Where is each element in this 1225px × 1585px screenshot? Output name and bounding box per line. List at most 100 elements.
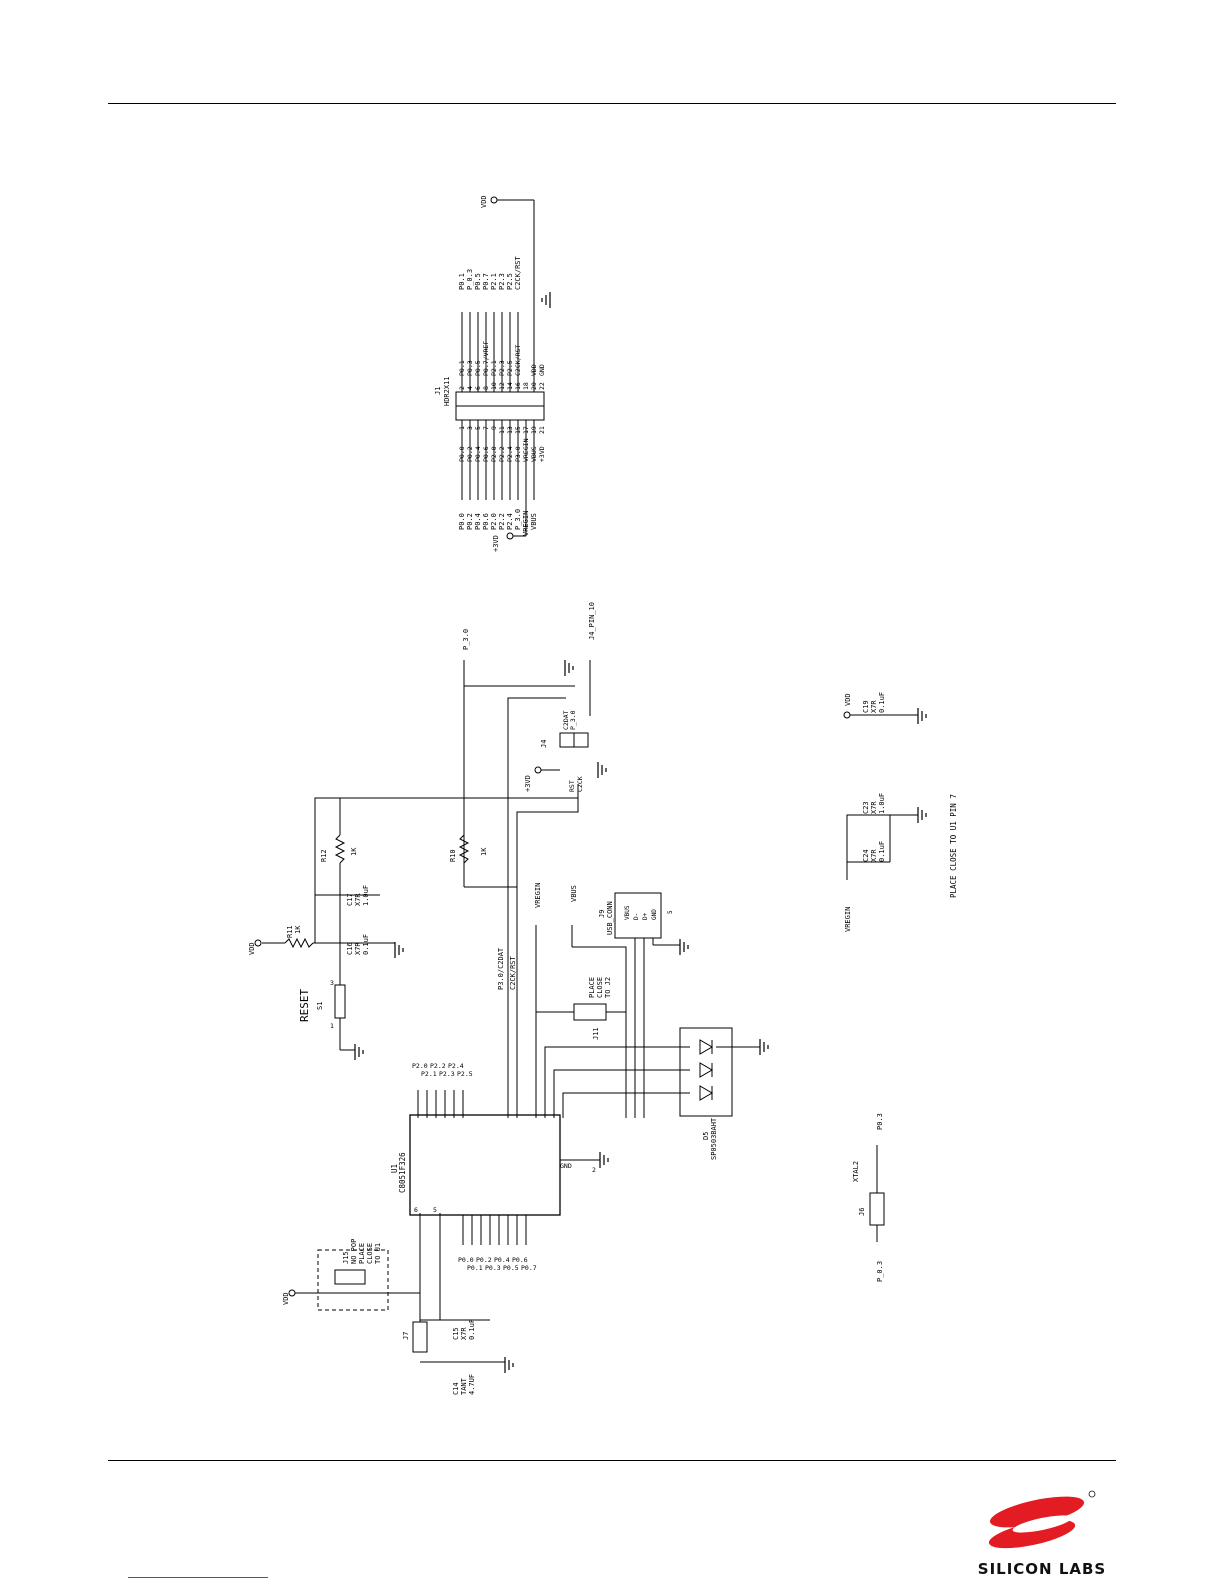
ground-icon — [917, 707, 927, 725]
net-label: P0.3 — [485, 1264, 501, 1272]
c19-ref: C19 — [862, 700, 870, 713]
c17-type: X7R — [354, 893, 362, 906]
usb-connector-j9 — [614, 892, 662, 939]
j9-pin-name: D+ — [642, 912, 649, 920]
ground-icon — [504, 1356, 514, 1374]
j1-right-pin-label: GND — [538, 364, 546, 376]
vdd-terminal — [288, 1289, 296, 1297]
u1-body — [409, 1114, 561, 1216]
ground-icon — [679, 938, 689, 956]
c17-ref: C17 — [346, 893, 354, 906]
j1-pin-block-right — [455, 391, 545, 407]
j1-right-wires — [461, 230, 535, 392]
net-label: P0.7 — [521, 1264, 537, 1272]
c23-value: 1.0uF — [878, 793, 886, 814]
footer-rule — [108, 1460, 1116, 1461]
j1-ref: J1 — [434, 387, 442, 395]
net-label: C2CK/RST — [514, 255, 522, 290]
j6-ref: J6 — [858, 1208, 866, 1216]
c15-type: X7R — [460, 1327, 468, 1340]
jumper-j6 — [869, 1192, 885, 1226]
net-label: P0.4 — [474, 513, 482, 530]
j4-signal: RST — [568, 780, 576, 792]
c14-value: 4.7UF — [468, 1374, 476, 1395]
c15-ref: C15 — [452, 1327, 460, 1340]
net-label: P2.3 — [498, 273, 506, 290]
c24-ref: C24 — [862, 849, 870, 862]
j9-ref: J9 — [598, 910, 606, 918]
d5-part: SP0503BAHT — [710, 1117, 718, 1160]
u1-ref: U1 — [390, 1164, 399, 1173]
note-close: CLOSE — [596, 977, 604, 998]
note-to-u1: TO U1 — [374, 1243, 382, 1264]
jumper-j7 — [412, 1321, 428, 1353]
no-pop-box — [317, 1249, 389, 1311]
net-label: P_0.3 — [466, 269, 474, 290]
reset-title: RESET — [298, 989, 311, 1022]
net-label: P2.0 — [412, 1062, 428, 1070]
note-no-pop: NO POP — [350, 1239, 358, 1264]
vbus-label: VBUS — [570, 885, 578, 902]
ground-icon — [354, 1043, 364, 1061]
r12-value: 1K — [350, 847, 358, 856]
c14-type: TANT — [460, 1377, 468, 1395]
net-label: P0.1 — [458, 273, 466, 290]
xtal-p_03-label: P_0.3 — [876, 1261, 884, 1282]
resistor-r12: R12 1K — [320, 798, 358, 886]
ground-icon — [394, 941, 404, 959]
note-to-j2: TO J2 — [604, 977, 612, 998]
ground-icon — [597, 761, 607, 779]
j4-3vd-terminal — [534, 766, 542, 774]
j1-pin-num: 21 — [538, 426, 546, 434]
jumper-j15 — [334, 1269, 366, 1285]
d5-diodes — [699, 1039, 760, 1101]
j9-part: USB_CONN — [606, 901, 614, 935]
ground-icon — [759, 1038, 769, 1056]
mcu-u1: U1 C8051F326 — [390, 1114, 561, 1216]
j4-3vd-label: +3VD — [524, 775, 532, 792]
pin-num: 6 — [414, 1206, 418, 1214]
j1-vdd-terminal — [490, 196, 498, 204]
xtal-p03-label: P0.3 — [876, 1113, 884, 1130]
note-close: CLOSE — [366, 1243, 374, 1264]
switch-s1: RESET S1 1 3 — [298, 979, 346, 1030]
j4-ref: J4 — [540, 740, 548, 748]
j15-ref: J15 — [342, 1251, 350, 1264]
pin-num: 2 — [592, 1166, 596, 1174]
c16-ref: C16 — [346, 942, 354, 955]
net-c2ck-rst: C2CK/RST — [509, 955, 517, 990]
net-label: P0.4 — [494, 1256, 510, 1264]
net-label: P_3.0 — [514, 509, 522, 530]
vdd-section — [295, 1213, 505, 1363]
c15-value: 0.1uF — [468, 1319, 476, 1340]
j1-part: HDR2X11 — [443, 376, 451, 406]
header-rule — [108, 103, 1116, 104]
r10-ref: R10 — [449, 849, 457, 862]
note-place: PLACE — [588, 977, 596, 998]
c2-wires — [314, 660, 591, 1118]
footer-link-underline[interactable] — [128, 1577, 268, 1578]
c23-type: X7R — [870, 801, 878, 814]
c19-value: 0.1uF — [878, 692, 886, 713]
silicon-labs-logo-icon — [988, 1490, 1096, 1549]
u1-p0-bus — [462, 1215, 527, 1245]
c24-vregin-label: VREGIN — [844, 907, 852, 932]
net-label: P2.2 — [498, 513, 506, 530]
r12-ref: R12 — [320, 849, 328, 862]
r11-value: 1K — [294, 925, 302, 934]
net-label: P0.6 — [482, 513, 490, 530]
j1-right-net-labels: P0.1 P_0.3 P0.5 P0.7 P2.1 P2.3 P2.5 C2CK… — [458, 255, 522, 290]
header-j1: J1 HDR2X11 P0.0 P0.2 P0.4 P0.6 P2.0 P2.2… — [434, 195, 551, 552]
net-label: P0.7 — [482, 273, 490, 290]
u1-part: C8051F326 — [398, 1152, 407, 1193]
vregin-label: VREGIN — [534, 883, 542, 908]
net-label: P0.5 — [474, 273, 482, 290]
reset-vdd-terminal — [254, 939, 262, 947]
net-label: P0.6 — [512, 1256, 528, 1264]
net-label: P0.0 — [458, 513, 466, 530]
c24-value: 0.1uF — [878, 841, 886, 862]
j4-connector: J4 C2DAT P_3.0 RST C2CK J4_PIN_10 P_3.0 … — [462, 602, 596, 792]
net-label: P0.5 — [503, 1264, 519, 1272]
c17-value: 1.0uF — [362, 885, 370, 906]
net-label: P2.5 — [457, 1070, 473, 1078]
